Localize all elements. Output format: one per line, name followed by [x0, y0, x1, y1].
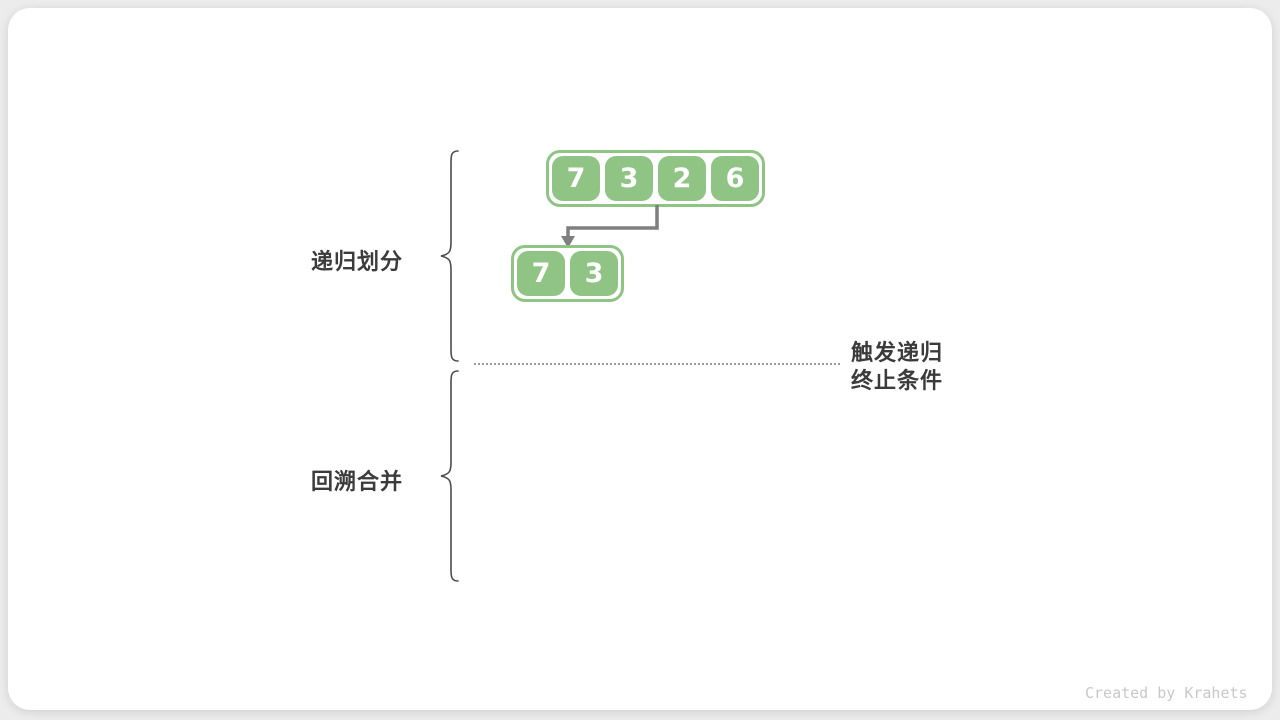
watermark: Created by Krahets — [1085, 684, 1248, 702]
label-backtrack-merge: 回溯合并 — [311, 469, 404, 494]
array-top: 7 3 2 6 — [546, 150, 765, 207]
brace-merge-icon — [440, 370, 459, 582]
termination-divider — [474, 363, 840, 365]
array-cell: 6 — [711, 156, 759, 201]
array-cell: 3 — [605, 156, 653, 201]
diagram-card: 递归划分 回溯合并 7 3 2 6 7 3 触发递归 终止条件 Created … — [8, 8, 1272, 710]
divide-arrow-icon — [561, 205, 659, 248]
brace-divide-icon — [440, 150, 459, 362]
label-recursive-divide: 递归划分 — [311, 249, 404, 274]
array-sub: 7 3 — [511, 245, 624, 302]
array-cell: 7 — [517, 251, 565, 296]
label-termination: 触发递归 终止条件 — [851, 339, 943, 395]
label-termination-line1: 触发递归 — [851, 340, 944, 365]
label-termination-line2: 终止条件 — [851, 368, 944, 393]
array-cell: 3 — [570, 251, 618, 296]
array-cell: 7 — [552, 156, 600, 201]
array-cell: 2 — [658, 156, 706, 201]
